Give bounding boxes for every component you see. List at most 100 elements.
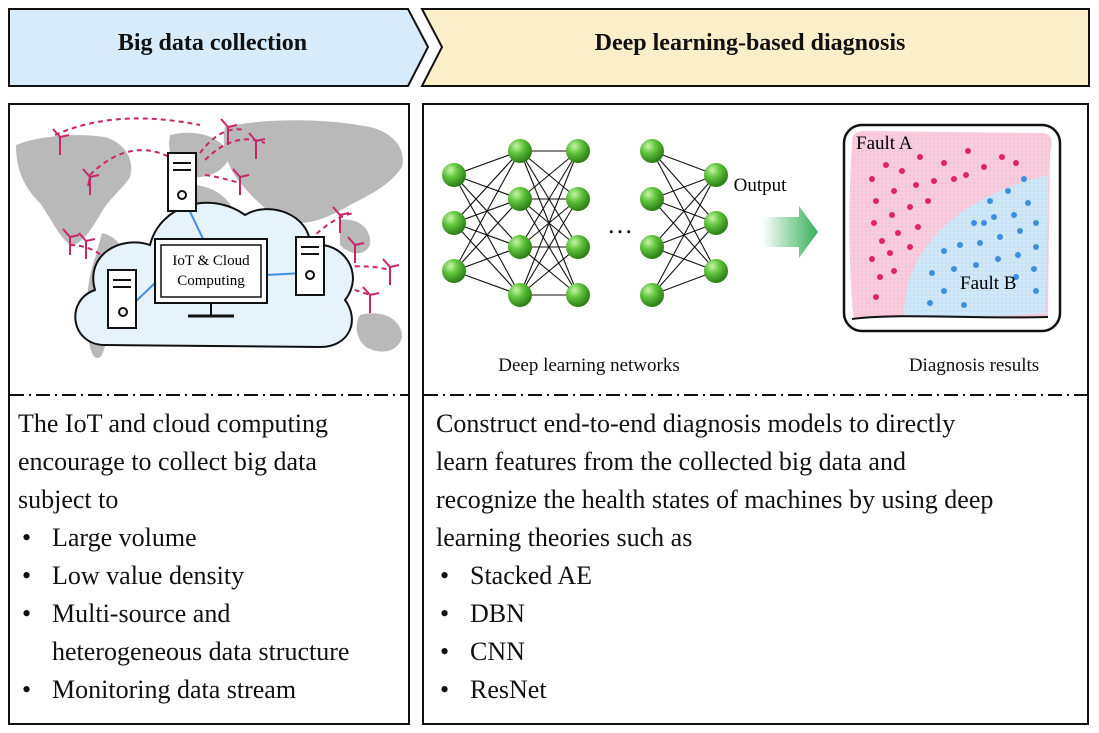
network-node <box>442 259 466 283</box>
network-edge <box>651 174 717 248</box>
fault-a-point <box>965 148 971 154</box>
server-icon <box>295 236 325 296</box>
fault-a-point <box>873 294 879 300</box>
fault-b-label: Fault B <box>960 273 1016 294</box>
fault-b-point <box>957 242 963 248</box>
bullet-item: •Low value density <box>18 557 408 595</box>
network-edge <box>453 150 521 224</box>
turbine-icon <box>232 168 250 195</box>
network-edge <box>651 222 717 296</box>
turbine-icon <box>52 128 70 155</box>
fault-b-point <box>1013 274 1019 280</box>
turbine-icon <box>347 236 365 263</box>
left-intro-line: The IoT and cloud computing <box>18 409 329 438</box>
fault-a-point <box>899 168 905 174</box>
bullet-icon: • <box>22 523 32 552</box>
fault-b-point <box>1021 176 1027 182</box>
fault-b-point <box>1017 228 1023 234</box>
network-node <box>442 163 466 187</box>
bullet-item: •ResNet <box>436 671 1081 709</box>
fault-b-point <box>977 240 983 246</box>
turbine-icon <box>78 232 96 259</box>
network-node <box>566 139 590 163</box>
turbine-icon <box>82 168 100 195</box>
network-edge <box>651 174 717 296</box>
fault-b-point <box>981 220 987 226</box>
fault-a-point <box>873 198 879 204</box>
fault-a-point <box>941 160 947 166</box>
right-intro-line: learning theories such as <box>436 523 693 552</box>
turbine-icon <box>220 118 238 145</box>
network-node <box>508 283 532 307</box>
server-icon <box>167 152 197 212</box>
bullet-icon: • <box>22 561 32 590</box>
turbine-icon <box>332 206 350 233</box>
fault-a-point <box>913 182 919 188</box>
network-edge <box>453 198 521 272</box>
right-bullet-list: •Stacked AE •DBN •CNN •ResNet <box>436 557 1081 709</box>
fault-a-point <box>1013 160 1019 166</box>
fault-a-point <box>877 274 883 280</box>
fault-a-point <box>891 188 897 194</box>
bullet-icon: • <box>440 637 450 666</box>
fault-a-point <box>895 230 901 236</box>
fault-a-point <box>887 250 893 256</box>
fault-b-point <box>991 214 997 220</box>
left-intro-line: encourage to collect big data <box>18 447 317 476</box>
network-node <box>566 283 590 307</box>
fault-b-point <box>1033 244 1039 250</box>
divider-line <box>424 394 1087 396</box>
fault-b-point <box>941 248 947 254</box>
bullet-icon: • <box>440 561 450 590</box>
bullet-icon: • <box>440 599 450 628</box>
network-nodes <box>442 139 728 307</box>
fault-b-point <box>995 256 1001 262</box>
turbine-icon <box>382 258 400 285</box>
network-edge <box>519 198 579 296</box>
diagnosis-results-plot <box>842 123 1062 333</box>
wind-turbines <box>52 118 400 313</box>
output-arrow-icon <box>762 206 818 258</box>
turbine-icon <box>248 132 266 159</box>
fault-a-point <box>931 178 937 184</box>
caption-diagnosis-results: Diagnosis results <box>908 355 1040 376</box>
network-node <box>508 187 532 211</box>
fault-b-point <box>929 270 935 276</box>
bullet-item: •Monitoring data stream <box>18 671 408 709</box>
fault-a-point <box>981 164 987 170</box>
bullet-icon: • <box>440 675 450 704</box>
fault-a-point <box>871 220 877 226</box>
fault-a-point <box>889 212 895 218</box>
fault-b-point <box>951 266 957 272</box>
fault-a-point <box>907 204 913 210</box>
fault-b-point <box>987 198 993 204</box>
right-intro-line: learn features from the collected big da… <box>436 447 906 476</box>
left-bullet-list: •Large volume •Low value density •Multi-… <box>18 519 408 709</box>
fault-b-point <box>973 262 979 268</box>
output-label: Output <box>734 175 788 196</box>
fault-a-points <box>869 148 1019 300</box>
network-node <box>704 211 728 235</box>
left-intro-line: subject to <box>18 485 119 514</box>
fault-a-point <box>925 198 931 204</box>
network-node <box>704 163 728 187</box>
monitor-icon <box>154 238 268 318</box>
header-big-data-collection: Big data collection <box>117 30 308 56</box>
fault-a-point <box>891 268 897 274</box>
bullet-icon: • <box>22 675 32 704</box>
caption-deep-learning-networks: Deep learning networks <box>498 355 680 376</box>
fault-a-point <box>951 176 957 182</box>
fault-a-point <box>963 172 969 178</box>
header-right-chevron <box>420 8 1090 87</box>
panel-deep-learning-diagnosis: … Output Fault A Fault B Deep learning n… <box>422 103 1089 725</box>
fault-b-point <box>1005 188 1011 194</box>
fault-b-point <box>1033 220 1039 226</box>
fault-a-point <box>869 176 875 182</box>
bullet-item: •Large volume <box>18 519 408 557</box>
header-left-chevron <box>8 8 430 87</box>
panel-big-data-collection: IoT & Cloud Computing The IoT and cloud … <box>8 103 410 725</box>
fault-a-point <box>915 224 921 230</box>
network-node <box>640 187 664 211</box>
bullet-item: •Stacked AE <box>436 557 1081 595</box>
